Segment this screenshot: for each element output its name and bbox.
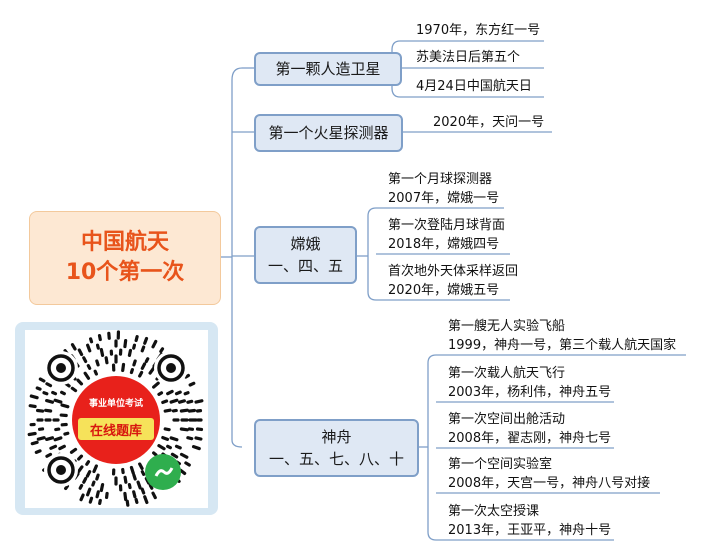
- leaf-text: 4月24日中国航天日: [416, 79, 532, 94]
- branch-label-line2: 一、五、七、八、十: [268, 450, 404, 468]
- qr-code[interactable]: 事业单位考试 在线题库: [25, 330, 208, 508]
- leaf-detail: 2008年，天宫一号，神舟八号对接: [448, 476, 651, 491]
- leaf-text: 苏美法日后第五个: [416, 50, 521, 65]
- leaf-title: 首次地外天体采样返回: [388, 264, 519, 279]
- branch-label-line2: 一、四、五: [267, 257, 343, 275]
- branch-label-line1: 嫦娥: [290, 235, 321, 253]
- leaf-detail: 2020年，嫦娥五号: [388, 283, 500, 298]
- leaf-detail: 2008年，翟志刚，神舟七号: [448, 431, 612, 446]
- leaf-title: 第一个空间实验室: [448, 457, 553, 472]
- branch-label: 第一个火星探测器: [268, 124, 389, 142]
- root-subtitle: 10个第一次: [65, 260, 185, 285]
- leaf-title: 第一次载人航天飞行: [448, 366, 566, 381]
- leaf-detail: 2007年，嫦娥一号: [388, 191, 500, 206]
- root-title: 中国航天: [80, 230, 169, 255]
- branch-satellite: 第一颗人造卫星: [254, 52, 402, 86]
- root-node: 中国航天 10个第一次: [29, 211, 221, 305]
- leaf-title: 第一艘无人实验飞船: [448, 319, 566, 334]
- qr-main-text: 在线题库: [89, 424, 142, 439]
- leaf-detail: 1999，神舟一号，第三个载人航天国家: [448, 338, 677, 353]
- leaf-detail: 2003年，杨利伟，神舟五号: [448, 385, 612, 400]
- leaf-title: 第一次登陆月球背面: [388, 218, 506, 233]
- branch-shenzhou: 神舟 一、五、七、八、十: [254, 419, 419, 477]
- leaf-text: 2020年，天问一号: [433, 115, 545, 130]
- leaf-title: 第一次太空授课: [448, 504, 540, 519]
- branch-label-line1: 神舟: [321, 428, 352, 446]
- branch-label: 第一颗人造卫星: [275, 60, 381, 78]
- leaf-title: 第一次空间出舱活动: [448, 412, 566, 427]
- leaf-text: 1970年，东方红一号: [416, 23, 541, 38]
- branch-change: 嫦娥 一、四、五: [254, 226, 357, 284]
- leaf-detail: 2013年，王亚平，神舟十号: [448, 523, 612, 538]
- leaf-detail: 2018年，嫦娥四号: [388, 237, 500, 252]
- qr-top-text: 事业单位考试: [88, 399, 143, 409]
- leaf-title: 第一个月球探测器: [388, 172, 493, 187]
- branch-mars: 第一个火星探测器: [254, 114, 403, 152]
